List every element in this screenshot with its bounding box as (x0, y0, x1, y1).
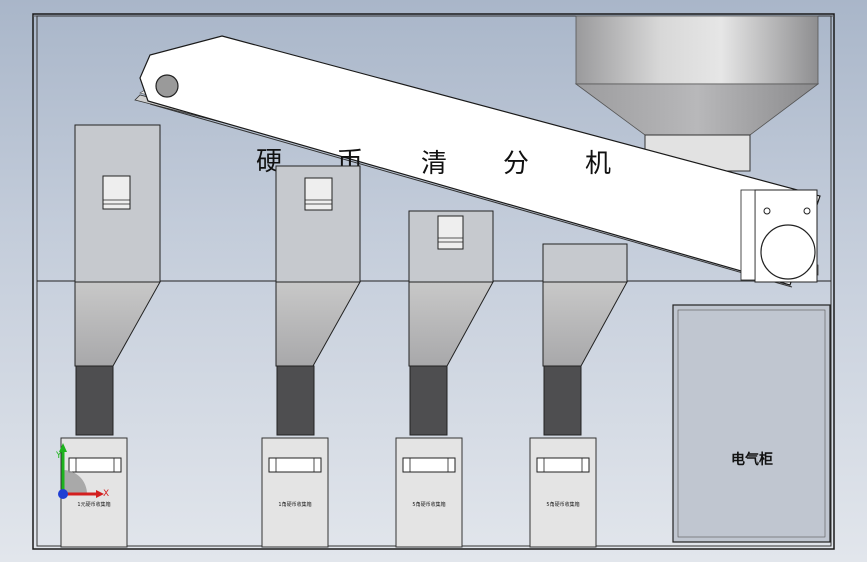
motor-box (740, 189, 818, 283)
title-char: 分 (503, 149, 529, 179)
cabinet-label: 电气柜 (731, 451, 773, 468)
x-axis-label: X (103, 489, 109, 499)
sorting-column-2: 1角硬币收集箱 (261, 165, 361, 548)
sorting-conveyor (134, 35, 821, 288)
collector-label-3: 5角硬币收集箱 (412, 501, 445, 508)
collector-label-2: 1角硬币收集箱 (278, 501, 311, 508)
collector-label-4: 5角硬币收集箱 (546, 501, 579, 508)
sorting-column-1: 1元硬币收集箱 (60, 124, 161, 548)
y-axis-label: Y (55, 451, 62, 461)
axis-triad: Y X (55, 443, 109, 499)
title-char: 机 (585, 149, 611, 179)
collector-label-1: 1元硬币收集箱 (77, 501, 110, 508)
sorting-column-4: 5角硬币收集箱 (529, 243, 628, 548)
title-char: 清 (421, 149, 447, 179)
sorting-column-3: 5角硬币收集箱 (395, 210, 494, 548)
electrical-cabinet: 电气柜 (672, 304, 831, 543)
